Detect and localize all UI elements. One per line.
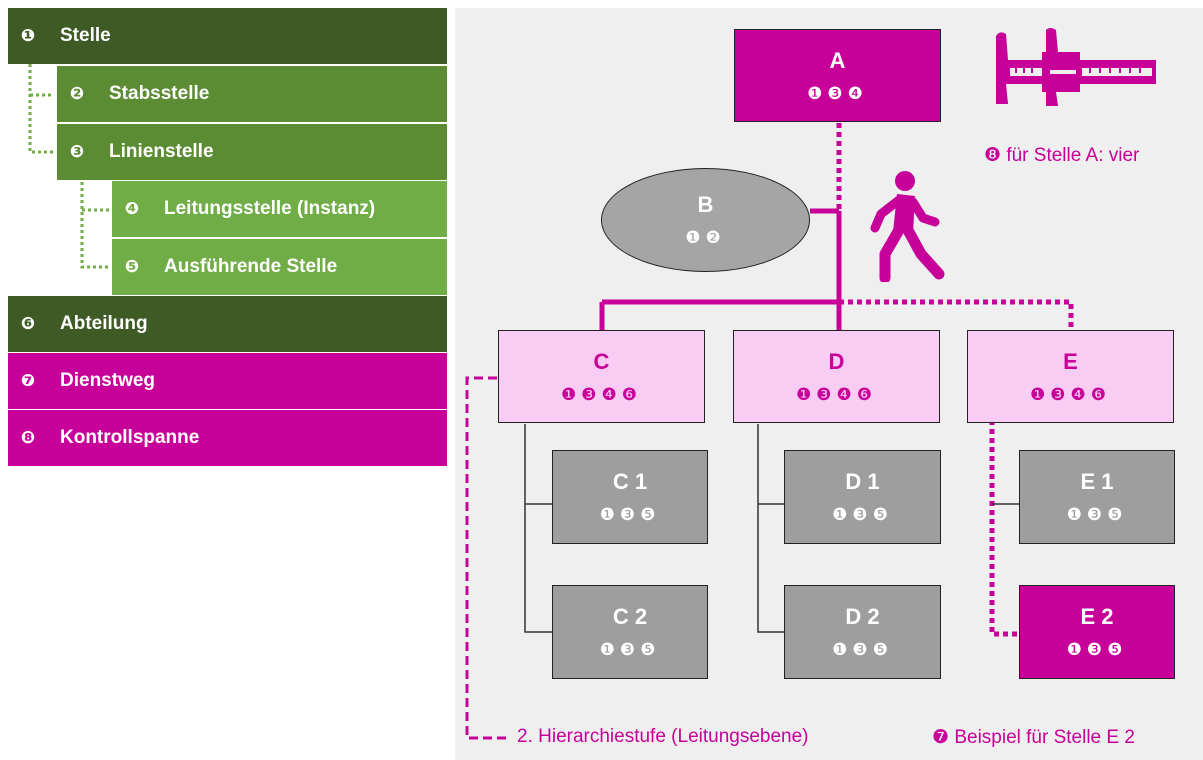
node-e: E ❶❸❹❻	[967, 330, 1174, 423]
legend-label: Stelle	[60, 25, 111, 46]
node-a: A ❶❸❹	[734, 29, 941, 122]
node-title: C	[593, 348, 610, 374]
note-symbol: ❼	[932, 726, 950, 748]
walking-person-icon	[870, 171, 945, 282]
node-c2: C 2 ❶❸❺	[552, 585, 708, 679]
node-title: D	[828, 348, 845, 374]
hierarchie-note: 2. Hierarchiestufe (Leitungsebene)	[517, 726, 809, 748]
node-e2: E 2 ❶❸❺	[1019, 585, 1175, 679]
legend-number: ❹	[124, 199, 140, 219]
node-title: E	[1063, 348, 1078, 374]
node-e1: E 1 ❶❸❺	[1019, 450, 1175, 544]
node-title: A	[829, 47, 846, 73]
node-markers: ❶❸❹❻	[796, 384, 877, 405]
node-markers: ❶❸❺	[832, 505, 893, 525]
node-markers: ❶❸❺	[599, 640, 661, 660]
node-title: D 1	[845, 469, 880, 494]
node-markers: ❶❸❹❻	[561, 384, 642, 405]
legend-number: ❷	[69, 84, 85, 104]
legend-item-dienstweg: ❼ Dienstweg	[8, 353, 447, 409]
connector-lines	[465, 123, 1074, 740]
legend-tree-connectors	[28, 64, 109, 269]
legend-label: Kontrollspanne	[60, 427, 200, 448]
legend-label: Linienstelle	[109, 141, 214, 162]
note-text: Beispiel für Stelle E 2	[954, 727, 1135, 748]
node-markers: ❶❷	[685, 228, 726, 248]
legend-item-leitungsstelle: ❹ Leitungsstelle (Instanz)	[112, 181, 447, 237]
legend-number: ❺	[124, 257, 140, 277]
node-d: D ❶❸❹❻	[733, 330, 940, 423]
legend-number: ❸	[69, 142, 85, 162]
legend-item-kontrollspanne: ❽ Kontrollspanne	[8, 410, 447, 466]
legend-number: ❻	[20, 314, 36, 334]
note-text: 2. Hierarchiestufe (Leitungsebene)	[517, 726, 809, 747]
node-c: C ❶❸❹❻	[498, 330, 705, 423]
node-markers: ❶❸❺	[832, 640, 893, 660]
legend-number: ❽	[20, 428, 36, 448]
legend-label: Leitungsstelle (Instanz)	[164, 198, 376, 219]
node-title: B	[697, 192, 714, 217]
caliper-icon	[996, 28, 1156, 106]
kontrollspanne-note: ❽ für Stelle A: vier	[984, 144, 1139, 167]
legend-item-abteilung: ❻ Abteilung	[8, 296, 447, 352]
note-symbol: ❽	[984, 144, 1002, 166]
node-title: C 1	[612, 469, 648, 494]
node-markers: ❶❸❺	[599, 505, 661, 525]
legend-number: ❶	[20, 26, 36, 46]
node-d1: D 1 ❶❸❺	[784, 450, 941, 544]
org-chart-canvas: A ❶❸❹ B ❶❷ C ❶❸❹❻ D ❶❸❹❻ E ❶❸❹❻ C 1 ❶❸❺ …	[455, 8, 1203, 760]
legend-item-stelle: ❶ Stelle	[8, 8, 447, 64]
legend-label: Dienstweg	[60, 370, 156, 391]
legend-label: Ausführende Stelle	[164, 256, 338, 277]
node-d2: D 2 ❶❸❺	[784, 585, 941, 679]
node-title: C 2	[612, 604, 648, 629]
node-markers: ❶❸❺	[1066, 505, 1128, 525]
legend-label: Abteilung	[60, 313, 148, 334]
legend-item-stabsstelle: ❷ Stabsstelle	[57, 66, 447, 122]
node-markers: ❶❸❺	[1066, 640, 1128, 660]
node-title: D 2	[845, 604, 880, 629]
legend-item-linienstelle: ❸ Linienstelle	[57, 124, 447, 180]
node-title: E 1	[1080, 469, 1114, 494]
legend-item-ausfuehrende-stelle: ❺ Ausführende Stelle	[112, 239, 447, 295]
node-title: E 2	[1080, 604, 1114, 629]
node-markers: ❶❸❹	[807, 83, 868, 104]
node-markers: ❶❸❹❻	[1030, 384, 1111, 405]
dienstweg-note: ❼ Beispiel für Stelle E 2	[932, 726, 1135, 749]
node-b: B ❶❷	[601, 168, 810, 272]
note-text: für Stelle A: vier	[1006, 145, 1140, 166]
legend-label: Stabsstelle	[109, 83, 210, 104]
node-c1: C 1 ❶❸❺	[552, 450, 708, 544]
legend-number: ❼	[20, 371, 36, 391]
